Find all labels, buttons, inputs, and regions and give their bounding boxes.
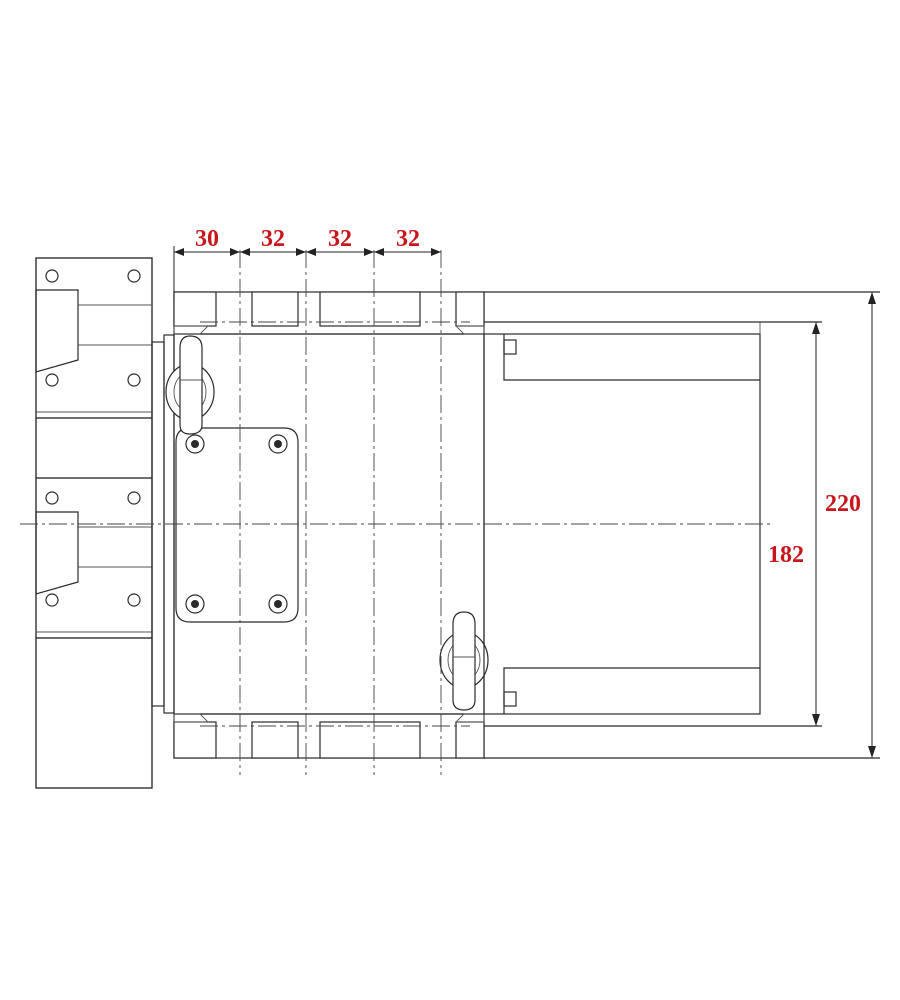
fixture-hole [127, 269, 141, 283]
left-fixture [35, 257, 175, 789]
vertical-dimension-182 [812, 322, 820, 726]
dim-label-182: 182 [768, 542, 804, 568]
bolt-hole [185, 594, 205, 614]
dim-label-32-c: 32 [396, 226, 420, 252]
bolt-hole [268, 594, 288, 614]
latch-top [165, 335, 215, 435]
main-body [173, 291, 485, 759]
fixture-hole [45, 373, 59, 387]
fixture-hole [45, 593, 59, 607]
fixture-hole [45, 491, 59, 505]
mounting-plate [175, 427, 299, 623]
latch-bottom [439, 611, 489, 711]
fixture-hole [127, 593, 141, 607]
fixture-hole [45, 269, 59, 283]
fixture-hole [127, 373, 141, 387]
dim-label-32-a: 32 [261, 226, 285, 252]
center-lines [20, 250, 770, 775]
bolt-hole [185, 434, 205, 454]
fixture-hole [127, 491, 141, 505]
bolt-hole [268, 434, 288, 454]
vertical-dimension-220 [868, 292, 876, 758]
dim-label-220: 220 [825, 491, 861, 517]
dimension-labels: 30 32 32 32 182 220 [195, 226, 861, 568]
dim-label-30: 30 [195, 226, 219, 252]
dim-label-32-b: 32 [328, 226, 352, 252]
horizontal-dimension [173, 246, 441, 300]
right-extension [483, 291, 880, 759]
